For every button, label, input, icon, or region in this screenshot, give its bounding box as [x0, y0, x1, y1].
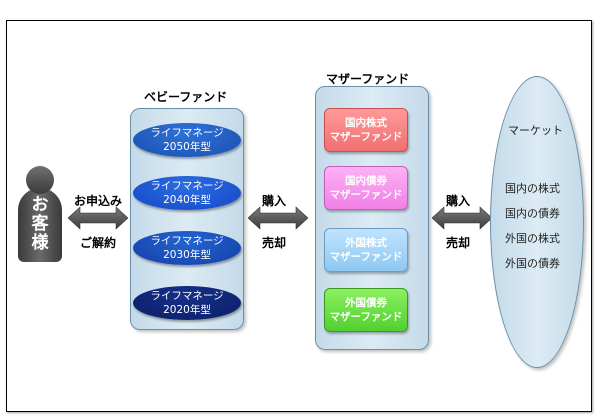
- baby-fund-2050: ライフマネージ 2050年型: [133, 123, 241, 157]
- customer-body: [18, 188, 62, 262]
- market-item-domestic-bond: 国内の債券: [505, 207, 560, 220]
- baby-fund-2020: ライフマネージ 2020年型: [133, 286, 241, 320]
- baby-fund-2030: ライフマネージ 2030年型: [133, 231, 241, 265]
- buy-label-mid: 購入: [262, 194, 287, 208]
- apply-cancel-arrow: [68, 206, 128, 230]
- mother-fund-foreign-bond: 外国債券 マザーファンド: [324, 288, 408, 332]
- mother-fund-title: マザーファンド: [326, 72, 410, 86]
- sell-label-right: 売却: [446, 236, 471, 250]
- mother-fund-foreign-stock: 外国株式 マザーファンド: [324, 228, 408, 272]
- cancel-label: ご解約: [80, 236, 117, 250]
- buy-sell-arrow-mid: [248, 206, 308, 230]
- diagram-frame: [6, 20, 592, 412]
- mother-fund-domestic-stock: 国内株式 マザーファンド: [324, 108, 408, 152]
- buy-sell-arrow-right: [432, 206, 492, 230]
- market-item-foreign-stock: 外国の株式: [505, 232, 560, 245]
- customer-label: お 客 様: [31, 195, 49, 253]
- market-title: マーケット: [508, 124, 563, 137]
- baby-fund-title: ベビーファンド: [144, 90, 228, 104]
- baby-fund-2040: ライフマネージ 2040年型: [133, 176, 241, 210]
- sell-label-mid: 売却: [262, 236, 287, 250]
- mother-fund-domestic-bond: 国内債券 マザーファンド: [324, 166, 408, 210]
- market-item-foreign-bond: 外国の債券: [505, 257, 560, 270]
- apply-label: お申込み: [74, 194, 123, 208]
- customer-head: [26, 166, 54, 194]
- market-ellipse: [490, 76, 584, 368]
- buy-label-right: 購入: [446, 194, 471, 208]
- customer-figure: お 客 様: [18, 166, 62, 262]
- market-item-domestic-stock: 国内の株式: [505, 182, 560, 195]
